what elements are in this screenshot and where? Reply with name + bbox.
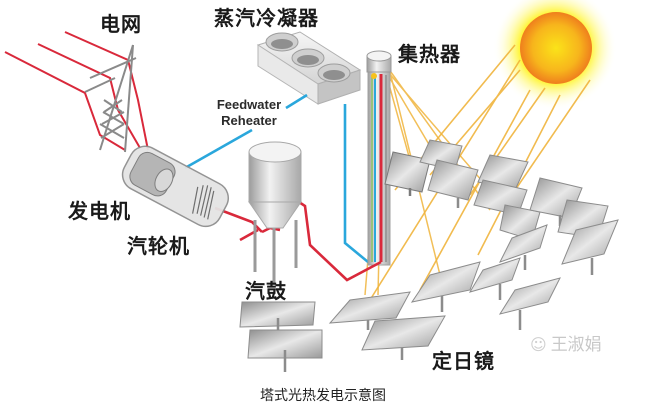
steam-condenser: [256, 31, 362, 105]
figure-caption: 塔式光热发电示意图: [260, 388, 386, 404]
receiver-tower: [366, 50, 392, 266]
heliostat: [468, 257, 521, 300]
label-feedwater-reheater: Feedwater Reheater: [206, 97, 292, 129]
label-steam-condenser: 蒸汽冷凝器: [214, 6, 319, 30]
heliostat: [239, 301, 316, 330]
steam-drum: [248, 141, 302, 285]
label-power-grid: 电网: [100, 12, 142, 36]
watermark-text: 王淑娟: [550, 335, 602, 355]
heliostat: [499, 224, 548, 270]
power-grid-pylon: [84, 44, 137, 153]
watermark: ☺王淑娟: [530, 330, 602, 355]
label-generator: 发电机: [68, 199, 131, 223]
label-receiver: 集热器: [398, 42, 461, 66]
heliostat: [384, 151, 431, 196]
label-steam-drum: 汽鼓: [245, 279, 287, 303]
label-feedwater-line2: Reheater: [221, 113, 277, 128]
label-turbine: 汽轮机: [127, 234, 190, 258]
turbine-blades: [192, 185, 215, 220]
heliostat: [361, 315, 446, 360]
heliostat: [410, 261, 481, 312]
heliostat: [427, 159, 479, 208]
label-heliostats: 定日镜: [432, 349, 495, 373]
heliostat: [498, 277, 561, 330]
steam-lines: [214, 194, 382, 282]
transmission-lines: [4, 31, 149, 151]
heliostat: [247, 329, 323, 372]
label-feedwater-line1: Feedwater: [216, 97, 282, 112]
wechat-icon: ☺: [530, 335, 547, 354]
heliostat: [328, 291, 411, 330]
heliostat-field: [239, 139, 619, 372]
heliostat: [561, 219, 619, 275]
sun: [493, 0, 617, 110]
turbine-generator: [121, 145, 230, 228]
